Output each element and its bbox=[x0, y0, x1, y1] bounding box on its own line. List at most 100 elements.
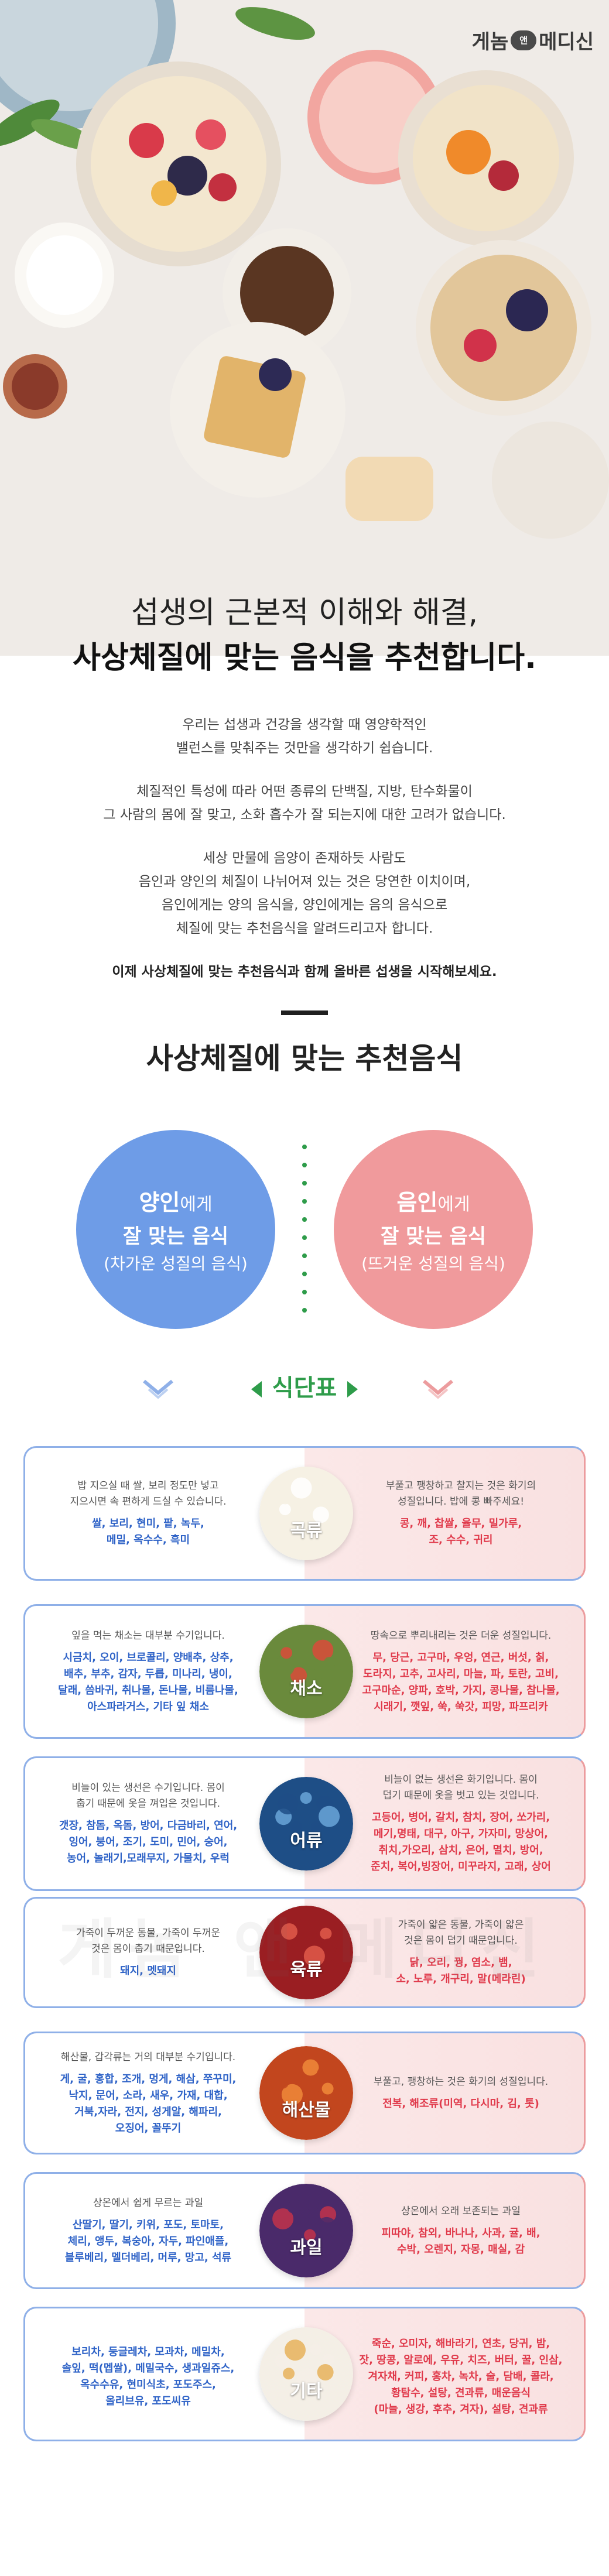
brand-text-left: 게놈 bbox=[471, 30, 509, 54]
category-photo bbox=[259, 2046, 353, 2140]
yin-food-line: 잣, 땅콩, 알로에, 우유, 치즈, 버터, 꿀, 인삼, bbox=[359, 2354, 563, 2366]
yin-food-line: 죽순, 오미자, 해바라기, 연초, 당귀, 밤, bbox=[371, 2338, 550, 2350]
yang-food-line: 쌀, 보리, 현미, 팥, 녹두, bbox=[92, 1517, 204, 1530]
yin-food-list: 고등어, 병어, 갈치, 참치, 장어, 쏘가리,메기,명태, 대구, 아구, … bbox=[371, 1810, 551, 1875]
yin-food-line: 수박, 오렌지, 자몽, 매실, 감 bbox=[396, 2243, 525, 2256]
yin-description-line: 성질입니다. 밥에 콩 빠주세요! bbox=[397, 1496, 525, 1508]
yang-description-line: 비늘이 있는 생선은 수기입니다. 몸이 bbox=[71, 1782, 225, 1794]
yang-heading: 양인에게 bbox=[139, 1184, 212, 1217]
yang-food-line: 올리브유, 포도씨유 bbox=[105, 2395, 191, 2407]
intro-text: 우리는 섭생과 건강을 생각할 때 영양학적인 밸런스를 맞춰주는 것만을 생각… bbox=[47, 713, 562, 1003]
category-image: 과일 bbox=[259, 2184, 353, 2277]
menu-title: 식단표 bbox=[211, 1369, 398, 1403]
yang-food-list: 보리차, 둥글레차, 모과차, 메밀차, 솔잎, 떡(멥쌀), 메밀국수, 생과일… bbox=[62, 2344, 234, 2410]
category-photo bbox=[259, 2327, 353, 2421]
yin-food-line: 닭, 오리, 꿩, 염소, 뱀, bbox=[409, 1957, 512, 1969]
headline: 섭생의 근본적 이해와 해결, 사상체질에 맞는 음식을 추천합니다. bbox=[0, 591, 609, 681]
yang-food-line: 배추, 부추, 감자, 두릅, 미나리, 냉이, bbox=[64, 1667, 232, 1680]
brand-logo: 게놈 앤 메디신 bbox=[472, 26, 594, 54]
category-image: 육류 bbox=[259, 1906, 353, 1999]
intro-paragraph-3: 세상 만물에 음양이 존재하듯 사람도 음인과 양인의 체질이 나뉘어져 있는 … bbox=[47, 847, 562, 940]
yin-food-line: 피따야, 참외, 바나나, 사과, 귤, 배, bbox=[381, 2226, 540, 2239]
yang-food-list: 산딸기, 딸기, 키위, 포도, 토마토,체리, 앵두, 복숭아, 자두, 파인… bbox=[65, 2217, 231, 2266]
intro-p3-line-3: 음인에게는 양의 음식을, 양인에게는 음의 음식으로 bbox=[161, 898, 448, 913]
yin-description-line: 부풀고 팽창하고 찰지는 것은 화기의 bbox=[385, 1480, 536, 1492]
category-image: 어류 bbox=[259, 1777, 353, 1871]
yang-food-line: 시금치, 오이, 브로콜리, 양배추, 상추, bbox=[63, 1651, 234, 1664]
yin-food-list: 전복, 해조류(미역, 다시마, 김, 톳) bbox=[382, 2096, 539, 2112]
category-name: 채소 bbox=[290, 1678, 323, 1699]
yin-food-line: 조, 수수, 귀리 bbox=[429, 1534, 493, 1546]
yin-description-line: 가죽이 얇은 동물, 가죽이 얇은 bbox=[398, 1919, 524, 1931]
yin-food-line: 준치, 복어,빙장어, 미꾸라지, 고래, 상어 bbox=[371, 1861, 551, 1873]
yang-column: 잎을 먹는 채소는 대부분 수기입니다.시금치, 오이, 브로콜리, 양배추, … bbox=[37, 1606, 259, 1737]
intro-p3-line-4: 체질에 맞는 추천음식을 알려드리고자 합니다. bbox=[176, 921, 433, 936]
category-image: 기타 bbox=[259, 2327, 353, 2421]
yin-line-3: (뜨거운 성질의 음식) bbox=[361, 1254, 505, 1273]
yin-food-line: 무, 당근, 고구마, 우엉, 연근, 버섯, 칡, bbox=[372, 1651, 549, 1664]
category-name: 육류 bbox=[290, 1960, 323, 1980]
center-dotted-line bbox=[300, 1145, 309, 1326]
watermark: 게놈 앤 메디신 bbox=[57, 1912, 552, 1987]
category-name: 곡류 bbox=[290, 1520, 323, 1541]
yang-description-line: 가죽이 두꺼운 동물, 가죽이 두꺼운 bbox=[76, 1927, 220, 1939]
category-image: 곡류 bbox=[259, 1467, 353, 1560]
yang-circle: 양인에게 잘 맞는 음식 (차가운 성질의 음식) bbox=[76, 1130, 275, 1329]
intro-paragraph-1: 우리는 섭생과 건강을 생각할 때 영양학적인 밸런스를 맞춰주는 것만을 생각… bbox=[47, 713, 562, 760]
yang-description-line: 지으시면 속 편하게 드실 수 있습니다. bbox=[70, 1496, 227, 1508]
intro-p3-line-2: 음인과 양인의 체질이 나뉘어져 있는 것은 당연한 이치이며, bbox=[138, 874, 471, 889]
section-title: 사상체질에 맞는 추천음식 bbox=[146, 1042, 463, 1075]
triangle-right-icon bbox=[347, 1381, 358, 1397]
category-photo bbox=[259, 1906, 353, 1999]
yang-food-line: 갯장, 참돔, 옥돔, 방어, 다금바리, 연어, bbox=[59, 1820, 238, 1832]
yang-description-line: 것은 몸이 춥기 때문입니다. bbox=[91, 1943, 205, 1955]
yin-food-line: 취치,가오리, 삼치, 은어, 멸치, 방어, bbox=[378, 1844, 543, 1856]
yin-column: 땅속으로 뿌리내리는 것은 더운 성질입니다.무, 당근, 고구마, 우엉, 연… bbox=[350, 1606, 572, 1737]
yang-food-line: 게, 굴, 홍합, 조개, 멍게, 해삼, 쭈꾸미, bbox=[60, 2073, 237, 2085]
hero-illustration bbox=[0, 0, 609, 656]
yin-column: 죽순, 오미자, 해바라기, 연초, 당귀, 밤, 잣, 땅콩, 알로에, 우유,… bbox=[350, 2308, 572, 2440]
yang-description-line: 해산물, 갑각류는 거의 대부분 수기입니다. bbox=[60, 2051, 236, 2063]
yin-food-line: 시래기, 깻잎, 쑥, 쑥갓, 피망, 파프리카 bbox=[374, 1700, 548, 1713]
yang-food-list: 쌀, 보리, 현미, 팥, 녹두,메밀, 옥수수, 흑미 bbox=[92, 1516, 204, 1549]
yang-food-line: 체리, 앵두, 복숭아, 자두, 파인애플, bbox=[67, 2235, 229, 2248]
chevron-down-icon bbox=[143, 1379, 173, 1399]
category-name: 기타 bbox=[290, 2381, 323, 2402]
category-card: 잎을 먹는 채소는 대부분 수기입니다.시금치, 오이, 브로콜리, 양배추, … bbox=[23, 1604, 586, 1739]
yin-food-list: 닭, 오리, 꿩, 염소, 뱀, 소, 노루, 개구리, 말(메라린) bbox=[396, 1955, 525, 1988]
category-name: 과일 bbox=[290, 2238, 323, 2258]
yin-food-line: 겨자채, 커피, 홍차, 녹차, 술, 담배, 콜라, bbox=[368, 2371, 554, 2383]
yin-food-list: 콩, 깨, 찹쌀, 율무, 밀가루, 조, 수수, 귀리 bbox=[400, 1516, 522, 1549]
category-image: 해산물 bbox=[259, 2046, 353, 2140]
yang-food-line: 잉어, 붕어, 조기, 도미, 민어, 숭어, bbox=[69, 1836, 228, 1848]
yang-food-line: 보리차, 둥글레차, 모과차, 메밀차, bbox=[71, 2346, 225, 2358]
yin-food-line: 고등어, 병어, 갈치, 참치, 장어, 쏘가리, bbox=[371, 1811, 550, 1824]
yin-food-line: 콩, 깨, 찹쌀, 율무, 밀가루, bbox=[399, 1517, 522, 1530]
category-photo bbox=[259, 1625, 353, 1718]
yang-food-list: 갯장, 참돔, 옥돔, 방어, 다금바리, 연어, 잉어, 붕어, 조기, 도미,… bbox=[59, 1818, 237, 1867]
yang-food-line: 아스파라거스, 기타 잎 채소 bbox=[87, 1700, 209, 1713]
intro-paragraph-2: 체질적인 특성에 따라 어떤 종류의 단백질, 지방, 탄수화물이 그 사람의 … bbox=[47, 780, 562, 827]
brand-badge: 앤 bbox=[511, 30, 537, 50]
chevron-down-icon bbox=[423, 1379, 453, 1399]
yin-food-line: 소, 노루, 개구리, 말(메라린) bbox=[396, 1973, 526, 1985]
yin-food-list: 피따야, 참외, 바나나, 사과, 귤, 배, 수박, 오렌지, 자몽, 매실, … bbox=[381, 2225, 540, 2258]
yang-food-line: 솔잎, 떡(멥쌀), 메밀국수, 생과일쥬스, bbox=[61, 2362, 235, 2375]
yin-food-line: (마늘, 생강, 후추, 겨자), 설탕, 견과류 bbox=[374, 2403, 548, 2416]
yang-food-line: 돼지, 멧돼지 bbox=[120, 1965, 176, 1977]
category-name: 해산물 bbox=[282, 2100, 331, 2121]
yin-food-line: 전복, 해조류(미역, 다시마, 김, 톳) bbox=[382, 2097, 539, 2110]
triangle-left-icon bbox=[251, 1381, 262, 1397]
brand-text-right: 메디신 bbox=[539, 30, 594, 54]
headline-line-2: 사상체질에 맞는 음식을 추천합니다. bbox=[73, 640, 536, 676]
intro-p1-line-2: 밸런스를 맞춰주는 것만을 생각하기 쉽습니다. bbox=[176, 741, 433, 756]
yang-food-line: 거북,자라, 전지, 성게알, 해파리, bbox=[74, 2105, 222, 2118]
intro-p3-line-1: 세상 만물에 음양이 존재하듯 사람도 bbox=[203, 851, 406, 866]
